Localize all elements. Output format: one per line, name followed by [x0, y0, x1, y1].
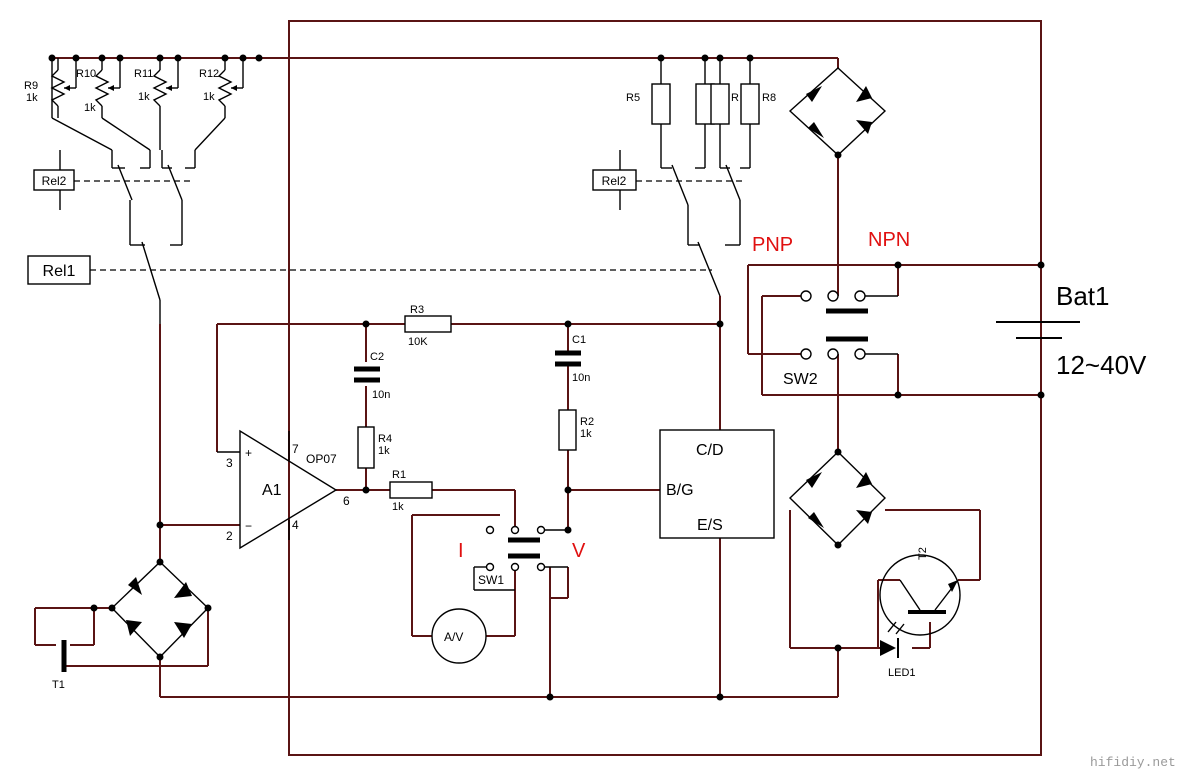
dut-pin-bg: B/G	[666, 482, 694, 499]
sw2-ref: SW2	[783, 371, 818, 388]
bridge-rectifier-left	[111, 561, 209, 659]
resistor-r1	[389, 481, 433, 499]
led1-ref: LED1	[888, 667, 916, 679]
switch-sw2	[800, 290, 898, 360]
dut-pin-es: E/S	[697, 517, 723, 534]
r12-ref: R12	[199, 68, 219, 80]
opamp-pin-4: 4	[292, 518, 299, 532]
rel1-label: Rel1	[43, 263, 76, 280]
r2-value: 1k	[580, 428, 592, 440]
r11-value: 1k	[138, 91, 150, 103]
resistor-r6-r7	[695, 58, 730, 125]
r12-value: 1k	[203, 91, 215, 103]
resistor-r2	[558, 409, 577, 451]
labels: R9 1k R10 1k R11 1k R12 1k R5 R R8 R3 10…	[24, 68, 1176, 770]
opamp-ref: A1	[262, 482, 282, 499]
r-partial-ref: R	[731, 92, 739, 104]
opamp-minus-sign: −	[245, 519, 252, 533]
c2-value: 10n	[372, 389, 390, 401]
bat1-ref: Bat1	[1056, 281, 1110, 311]
r3-ref: R3	[410, 304, 424, 316]
sw1-ref: SW1	[478, 573, 504, 587]
sw2-label-pnp: PNP	[752, 234, 793, 256]
opamp-part: OP07	[306, 452, 337, 466]
relay-links	[74, 180, 745, 271]
transistor-t2	[879, 554, 961, 636]
r1-value: 1k	[392, 501, 404, 513]
bridge-rectifier-top	[788, 67, 887, 156]
r8-ref: R8	[762, 92, 776, 104]
opamp-plus-sign: +	[245, 446, 252, 460]
potentiometer-r11	[152, 58, 179, 118]
opamp-pin-3: 3	[226, 456, 233, 470]
r4-value: 1k	[378, 445, 390, 457]
r4-ref: R4	[378, 433, 392, 445]
r10-value: 1k	[84, 102, 96, 114]
c1-value: 10n	[572, 372, 590, 384]
resistor-r8	[740, 58, 760, 125]
opamp-pin-2: 2	[226, 529, 233, 543]
c2-ref: C2	[370, 351, 384, 363]
battery-bat1	[996, 321, 1080, 339]
junction-dots	[48, 54, 1045, 701]
relay-coil-rel2-left: Rel2	[33, 169, 75, 191]
opamp-pin-7: 7	[292, 442, 299, 456]
rel2-left-label: Rel2	[42, 174, 67, 188]
relay-contacts-left	[51, 58, 226, 525]
capacitor-c1	[555, 350, 581, 367]
sw1-label-v: V	[572, 540, 586, 562]
r2-ref: R2	[580, 416, 594, 428]
r9-value: 1k	[26, 92, 38, 104]
opamp-a1	[217, 429, 338, 550]
led-led1	[880, 621, 905, 658]
potentiometer-r9	[50, 58, 77, 118]
resistor-r5	[651, 58, 671, 125]
watermark: hifidiy.net	[1090, 755, 1176, 770]
t1-ref: T1	[52, 679, 65, 691]
meter-av	[431, 608, 487, 664]
sw2-label-npn: NPN	[868, 229, 910, 251]
resistor-r4	[357, 426, 375, 469]
dut-socket	[659, 429, 775, 539]
potentiometer-r10	[94, 58, 121, 118]
dut-pin-cd: C/D	[696, 442, 724, 459]
t2-ref: T2	[917, 547, 929, 560]
bridge-rectifier-bottom	[788, 451, 886, 546]
bat1-voltage: 12~40V	[1056, 350, 1147, 380]
opamp-pin-6: 6	[343, 494, 350, 508]
r5-ref: R5	[626, 92, 640, 104]
c1-ref: C1	[572, 334, 586, 346]
relay-coil-rel2-right: Rel2	[592, 169, 637, 191]
rel2-right-label: Rel2	[602, 174, 627, 188]
potentiometer-r12	[217, 58, 244, 118]
resistor-r3	[404, 315, 452, 333]
capacitor-c2	[354, 366, 380, 383]
sw1-label-i: I	[458, 540, 464, 562]
relay-coil-rel1: Rel1	[27, 255, 91, 285]
r3-value: 10K	[408, 336, 428, 348]
r9-ref: R9	[24, 80, 38, 92]
wires	[34, 20, 1042, 756]
r10-ref: R10	[76, 68, 96, 80]
switch-sw1	[473, 525, 568, 591]
r1-ref: R1	[392, 469, 406, 481]
meter-label: A/V	[444, 630, 463, 644]
r11-ref: R11	[134, 68, 153, 80]
